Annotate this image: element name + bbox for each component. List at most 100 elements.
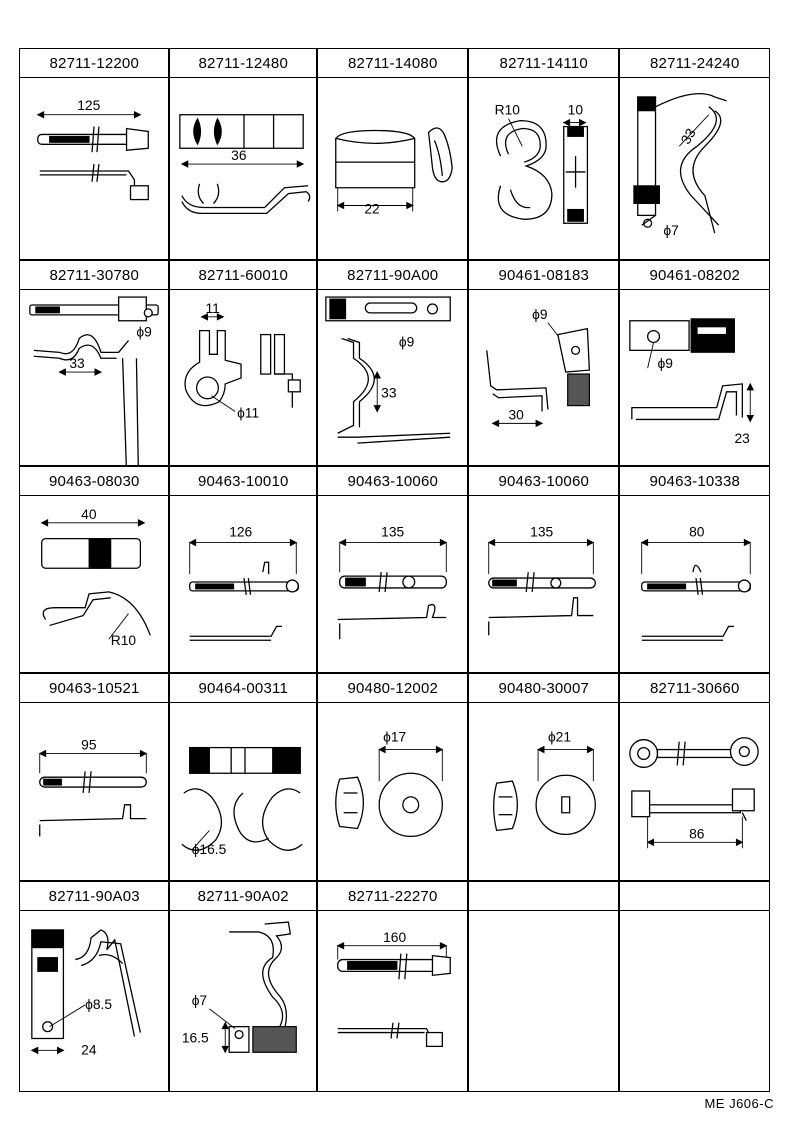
part-cell: 90463-10338 80	[619, 466, 771, 674]
part-illustration: 11 ϕ11	[170, 289, 316, 465]
dimension-label: ϕ8.5	[85, 996, 112, 1012]
dimension-label: 126	[229, 524, 252, 540]
dimension-label: ϕ9	[137, 324, 153, 340]
part-number: 90463-10060	[469, 467, 619, 497]
part-illustration	[620, 910, 769, 1091]
part-number: 82711-22270	[318, 882, 468, 912]
dimension-label: 80	[689, 524, 705, 540]
part-illustration: ϕ9 23	[620, 289, 769, 465]
part-number: 90463-08030	[20, 467, 169, 497]
part-illustration: 135	[469, 495, 618, 672]
part-number: 82711-12480	[170, 49, 317, 79]
parts-catalog-grid: 82711-12200 125 82711-12480 36 82711-1408…	[19, 48, 771, 1093]
part-cell: 82711-14080 22	[317, 48, 469, 261]
part-illustration: ϕ9 30	[469, 289, 618, 465]
part-number: 82711-90A03	[20, 882, 169, 912]
dimension-label: 33	[678, 125, 700, 147]
part-cell: 90480-30007 ϕ21	[468, 673, 620, 882]
dimension-label: ϕ9	[658, 355, 674, 371]
part-number: 82711-90A00	[318, 261, 468, 291]
part-cell: 82711-24240 ϕ7 33	[619, 48, 771, 261]
dimension-label: 11	[206, 300, 220, 316]
part-cell: 90463-10060 135	[317, 466, 469, 674]
part-illustration: ϕ7 33	[620, 77, 769, 259]
part-cell: 82711-90A00 ϕ9 33	[317, 260, 469, 467]
dimension-label: 135	[530, 524, 553, 540]
dimension-label: ϕ7	[664, 222, 679, 238]
part-illustration: ϕ17	[318, 702, 467, 880]
part-illustration: 86	[620, 702, 769, 880]
part-number	[469, 882, 619, 912]
part-cell	[619, 881, 771, 1093]
part-number: 82711-12200	[20, 49, 169, 79]
dimension-label: 10	[568, 102, 584, 118]
part-number: 90461-08202	[620, 261, 770, 291]
dimension-label: ϕ9	[399, 334, 415, 350]
part-cell: 90480-12002 ϕ17	[317, 673, 469, 882]
dimension-label: ϕ17	[383, 729, 406, 745]
part-illustration: 95	[20, 702, 168, 880]
dimension-label: 95	[81, 737, 97, 753]
part-cell: 82711-12480 36	[169, 48, 318, 261]
part-illustration: ϕ9 33	[318, 289, 467, 465]
dimension-label: 86	[689, 826, 705, 842]
dimension-label: ϕ9	[532, 306, 548, 322]
dimension-label: ϕ7	[192, 992, 207, 1008]
part-illustration: ϕ16.5	[170, 702, 316, 880]
part-number: 82711-30780	[20, 261, 169, 291]
part-cell	[468, 881, 620, 1093]
part-number: 82711-60010	[170, 261, 317, 291]
dimension-label: 125	[77, 97, 100, 113]
dimension-label: 33	[381, 385, 397, 401]
dimension-label: R10	[495, 102, 521, 118]
part-number: 82711-14110	[469, 49, 619, 79]
dimension-label: 36	[231, 147, 247, 163]
part-number: 82711-30660	[620, 674, 770, 704]
part-number: 90464-00311	[170, 674, 317, 704]
part-number: 90480-30007	[469, 674, 619, 704]
dimension-label: ϕ16.5	[192, 841, 227, 857]
part-illustration: ϕ21	[469, 702, 618, 880]
part-number: 90463-10521	[20, 674, 169, 704]
part-illustration: 80	[620, 495, 769, 672]
dimension-label: 16.5	[182, 1030, 209, 1046]
part-cell: 90463-10060 135	[468, 466, 620, 674]
part-illustration: 126	[170, 495, 316, 672]
part-illustration: 125	[20, 77, 168, 259]
part-cell: 82711-12200 125	[19, 48, 170, 261]
part-number: 90463-10010	[170, 467, 317, 497]
dimension-label: 23	[735, 430, 751, 446]
part-illustration: R10 10	[469, 77, 618, 259]
part-number	[620, 882, 770, 912]
part-number: 90480-12002	[318, 674, 468, 704]
part-illustration: ϕ7 16.5	[170, 910, 316, 1091]
part-number: 90463-10338	[620, 467, 770, 497]
part-cell: 82711-30660 86	[619, 673, 771, 882]
dimension-label: 22	[365, 201, 380, 217]
part-number: 82711-14080	[318, 49, 468, 79]
dimension-label: ϕ11	[237, 405, 259, 421]
part-illustration	[469, 910, 618, 1091]
sheet-code: ME J606-C	[704, 1096, 774, 1111]
dimension-label: 160	[383, 929, 406, 945]
dimension-label: ϕ21	[548, 729, 571, 745]
part-illustration: 40 R10	[20, 495, 168, 672]
part-illustration: ϕ8.5 24	[20, 910, 168, 1091]
part-cell: 90461-08202 ϕ9 23	[619, 260, 771, 467]
part-illustration: 36	[170, 77, 316, 259]
part-cell: 90463-10010 126	[169, 466, 318, 674]
part-illustration: 135	[318, 495, 467, 672]
dimension-label: 135	[381, 524, 404, 540]
part-cell: 90463-10521 95	[19, 673, 170, 882]
part-illustration: ϕ9 33	[20, 289, 168, 466]
part-cell: 82711-90A02 ϕ7 16.5	[169, 881, 318, 1093]
part-number: 82711-90A02	[170, 882, 317, 912]
part-number: 90463-10060	[318, 467, 468, 497]
part-illustration: 160	[318, 910, 467, 1091]
dimension-label: 30	[509, 407, 525, 423]
dimension-label: R10	[111, 632, 137, 648]
part-cell: 82711-22270 160	[317, 881, 469, 1093]
